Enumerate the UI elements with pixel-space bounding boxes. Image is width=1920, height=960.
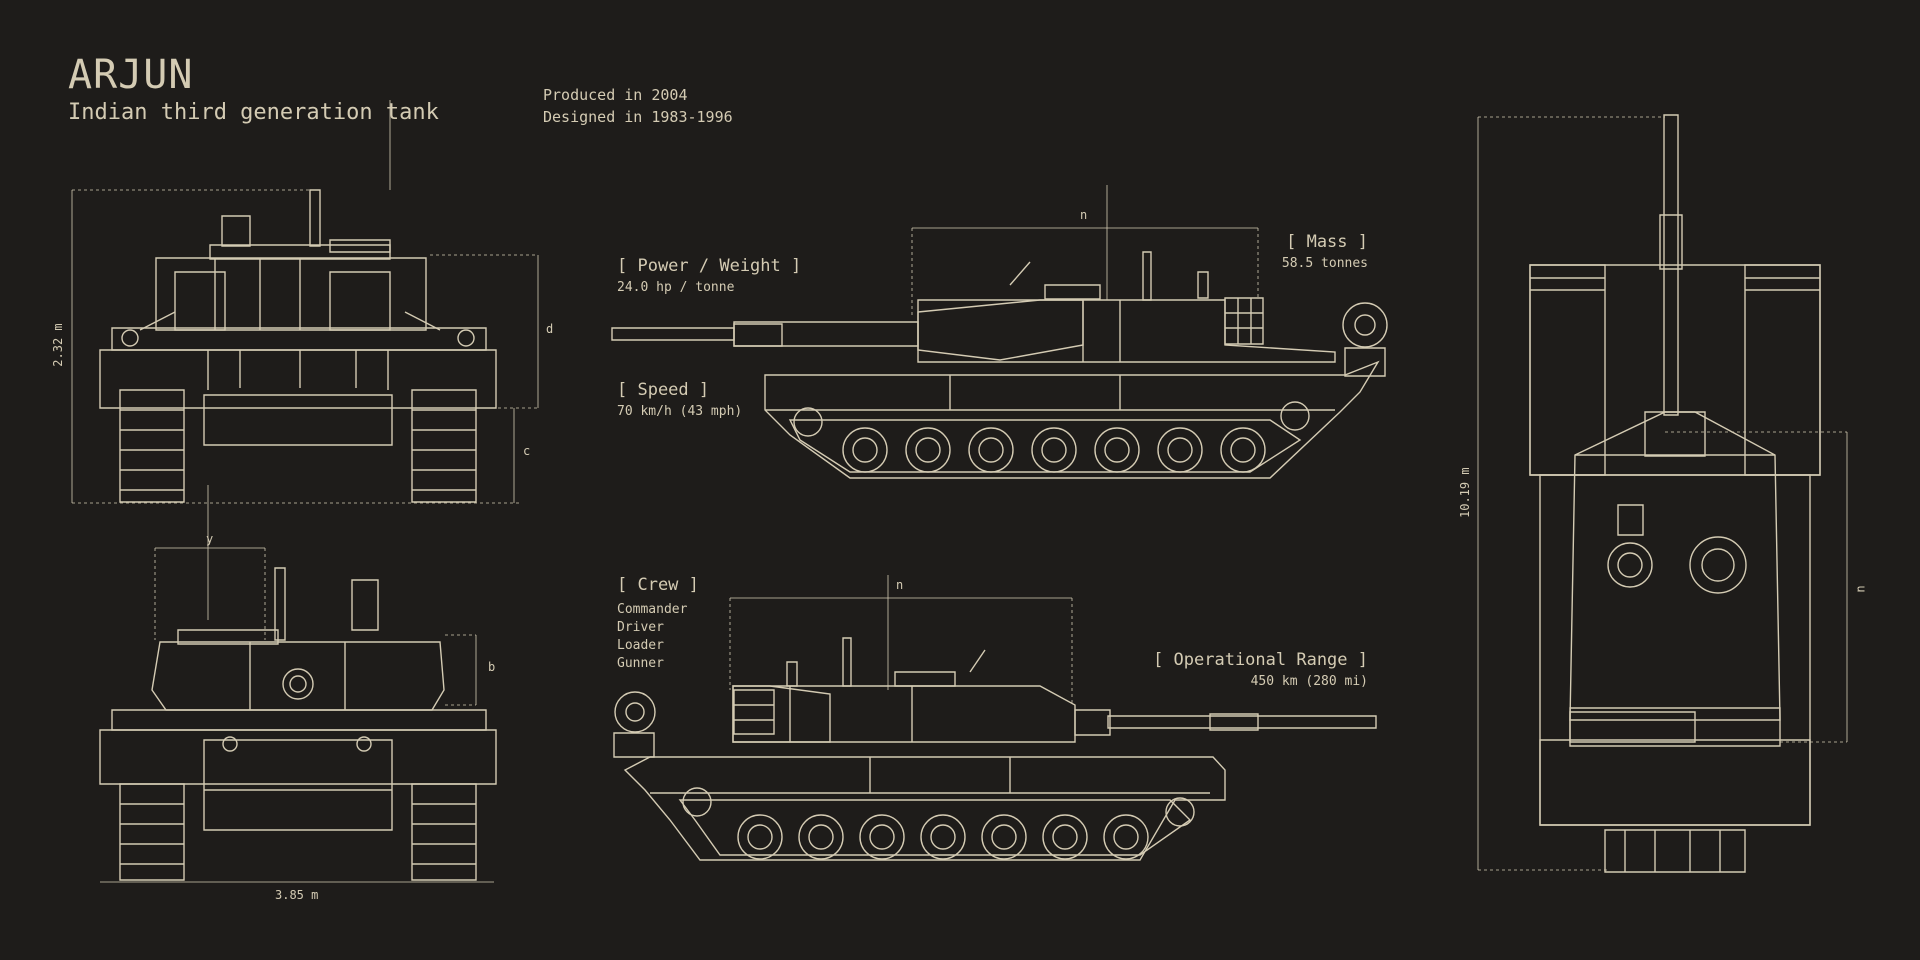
power-weight-value: 24.0 hp / tonne <box>617 280 735 295</box>
spec-crew: [ Crew ] Commander Driver Loader Gunner <box>617 575 699 673</box>
spec-mass: [ Mass ] 58.5 tonnes <box>1230 232 1368 271</box>
side-view-left <box>612 185 1387 478</box>
spec-speed: [ Speed ] 70 km/h (43 mph) <box>617 380 742 419</box>
crew-member: Driver <box>617 620 664 635</box>
dimension-n-label: n <box>1853 585 1868 593</box>
mass-label: [ Mass ] <box>1286 232 1368 252</box>
speed-value: 70 km/h (43 mph) <box>617 404 743 419</box>
production-info: Produced in 2004 Designed in 1983-1996 <box>543 84 733 128</box>
height-dimension-label: 2.32 m <box>51 323 65 367</box>
top-view <box>1478 115 1847 872</box>
spec-range: [ Operational Range ] 450 km (280 mi) <box>1140 650 1368 689</box>
produced-text: Produced in 2004 <box>543 86 688 104</box>
dimension-y-label: y <box>206 532 214 546</box>
designed-text: Designed in 1983-1996 <box>543 108 733 126</box>
crew-list: Commander Driver Loader Gunner <box>617 601 699 673</box>
spec-power-weight: [ Power / Weight ] 24.0 hp / tonne <box>617 256 801 295</box>
crew-label: [ Crew ] <box>617 575 699 595</box>
dimension-d-label: d <box>546 322 554 336</box>
crew-member: Loader <box>617 638 664 653</box>
side-view-right <box>614 575 1376 860</box>
dimension-n-label: n <box>896 578 904 592</box>
power-weight-label: [ Power / Weight ] <box>617 256 802 276</box>
dimension-c-label: c <box>523 444 531 458</box>
range-value: 450 km (280 mi) <box>1250 674 1368 689</box>
dimension-n-label: n <box>1080 208 1088 222</box>
crew-member: Commander <box>617 602 688 617</box>
page-title: ARJUN <box>68 52 194 98</box>
width-dimension-label: 3.85 m <box>275 888 319 902</box>
dimension-b-label: b <box>488 660 496 674</box>
range-label: [ Operational Range ] <box>1153 650 1368 670</box>
speed-label: [ Speed ] <box>617 380 710 400</box>
front-view <box>72 100 538 503</box>
length-dimension-label: 10.19 m <box>1458 467 1472 518</box>
mass-value: 58.5 tonnes <box>1281 256 1368 271</box>
crew-member: Gunner <box>617 656 664 671</box>
rear-view <box>100 485 496 882</box>
page-subtitle: Indian third generation tank <box>68 100 439 125</box>
